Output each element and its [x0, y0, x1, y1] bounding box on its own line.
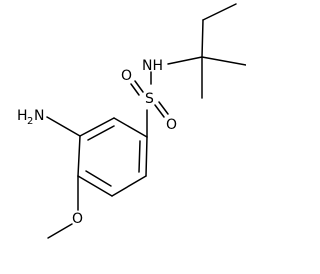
amine-hydrogen-label: H — [17, 108, 28, 124]
sulfonyl-oxygen-top-label: O — [121, 68, 132, 84]
s-o-bottom-bond-b — [158, 101, 169, 115]
o-ch3-bond — [47, 223, 73, 239]
ring-double-bond-2 — [85, 170, 112, 187]
benzene-ring — [77, 117, 148, 197]
ring-bond-1 — [79, 117, 115, 137]
sulfur-label: S — [145, 91, 154, 107]
s-o-bottom-bond-a — [154, 104, 165, 118]
ch2-ch3-bond — [202, 3, 237, 21]
ring-bond-4 — [111, 175, 147, 197]
ring-bond-2 — [77, 135, 81, 177]
amine-nitrogen-label: N — [34, 108, 44, 124]
s-o-top-bond-a — [130, 83, 140, 96]
amine-hydrogen-count: 2 — [27, 116, 33, 127]
c-nh2-bond — [46, 116, 81, 137]
ring-double-bond-1 — [87, 125, 115, 141]
ring-bond-3 — [77, 175, 113, 197]
methoxy-oxygen-label: O — [72, 211, 83, 227]
ring-double-bond-3 — [138, 140, 141, 173]
atom-labels: H 2 N O S O O NH — [17, 58, 177, 227]
c-methyl-right-bond — [201, 56, 246, 66]
ring-bond-6 — [113, 117, 148, 138]
substituent-bonds — [46, 3, 246, 239]
sulfonamide-nh-label: NH — [142, 58, 163, 74]
ring-bond-5 — [145, 136, 148, 177]
s-o-top-bond-b — [134, 80, 144, 93]
chemical-structure: H 2 N O S O O NH — [17, 3, 246, 239]
n-c-tertiary-bond — [167, 56, 203, 65]
sulfonyl-oxygen-bottom-label: O — [166, 117, 177, 133]
c-ch2-bond — [201, 19, 204, 58]
